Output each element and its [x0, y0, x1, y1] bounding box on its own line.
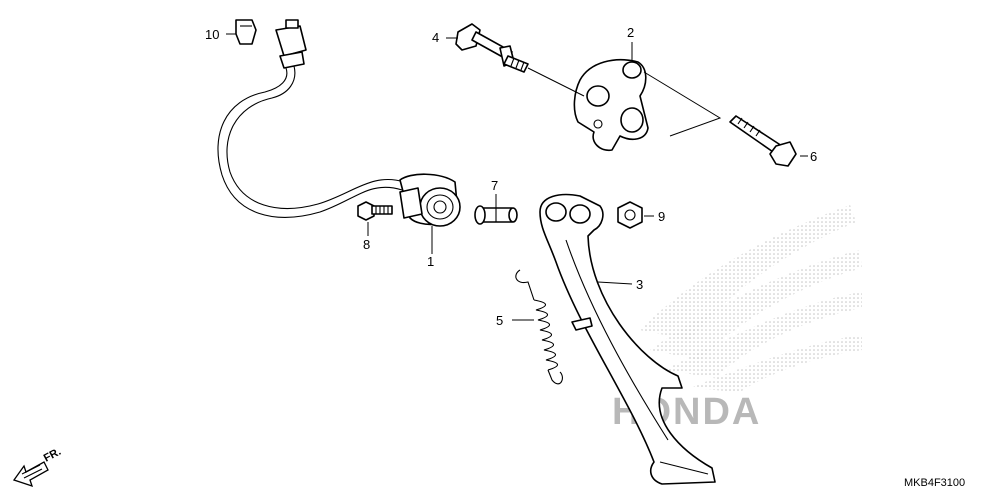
callout-9: 9 — [658, 209, 665, 224]
part-9-nut — [617, 201, 643, 229]
part-3-side-stand — [539, 193, 716, 485]
callout-2: 2 — [627, 25, 634, 40]
honda-wing-watermark: HONDA — [612, 205, 862, 433]
part-5-spring — [515, 269, 563, 385]
part-10-clip — [235, 19, 257, 45]
part-7-collar — [474, 205, 518, 225]
callout-1: 1 — [427, 254, 434, 269]
callout-5: 5 — [496, 313, 503, 328]
part-4-pivot-bolt — [455, 23, 529, 73]
callout-7: 7 — [491, 178, 498, 193]
part-2-bracket — [527, 58, 649, 152]
callout-8: 8 — [363, 237, 370, 252]
callout-3: 3 — [636, 277, 643, 292]
part-6-bolt — [729, 115, 797, 167]
part-8-bolt — [357, 201, 393, 221]
callout-6: 6 — [810, 149, 817, 164]
front-arrow: FR. — [12, 446, 63, 488]
front-arrow-label: FR. — [42, 446, 63, 465]
leader-lines — [226, 33, 808, 321]
catalog-code: MKB4F3100 — [904, 477, 965, 489]
part-1-sidestand-switch — [217, 19, 461, 227]
callout-4: 4 — [432, 30, 439, 45]
callout-10: 10 — [205, 27, 219, 42]
